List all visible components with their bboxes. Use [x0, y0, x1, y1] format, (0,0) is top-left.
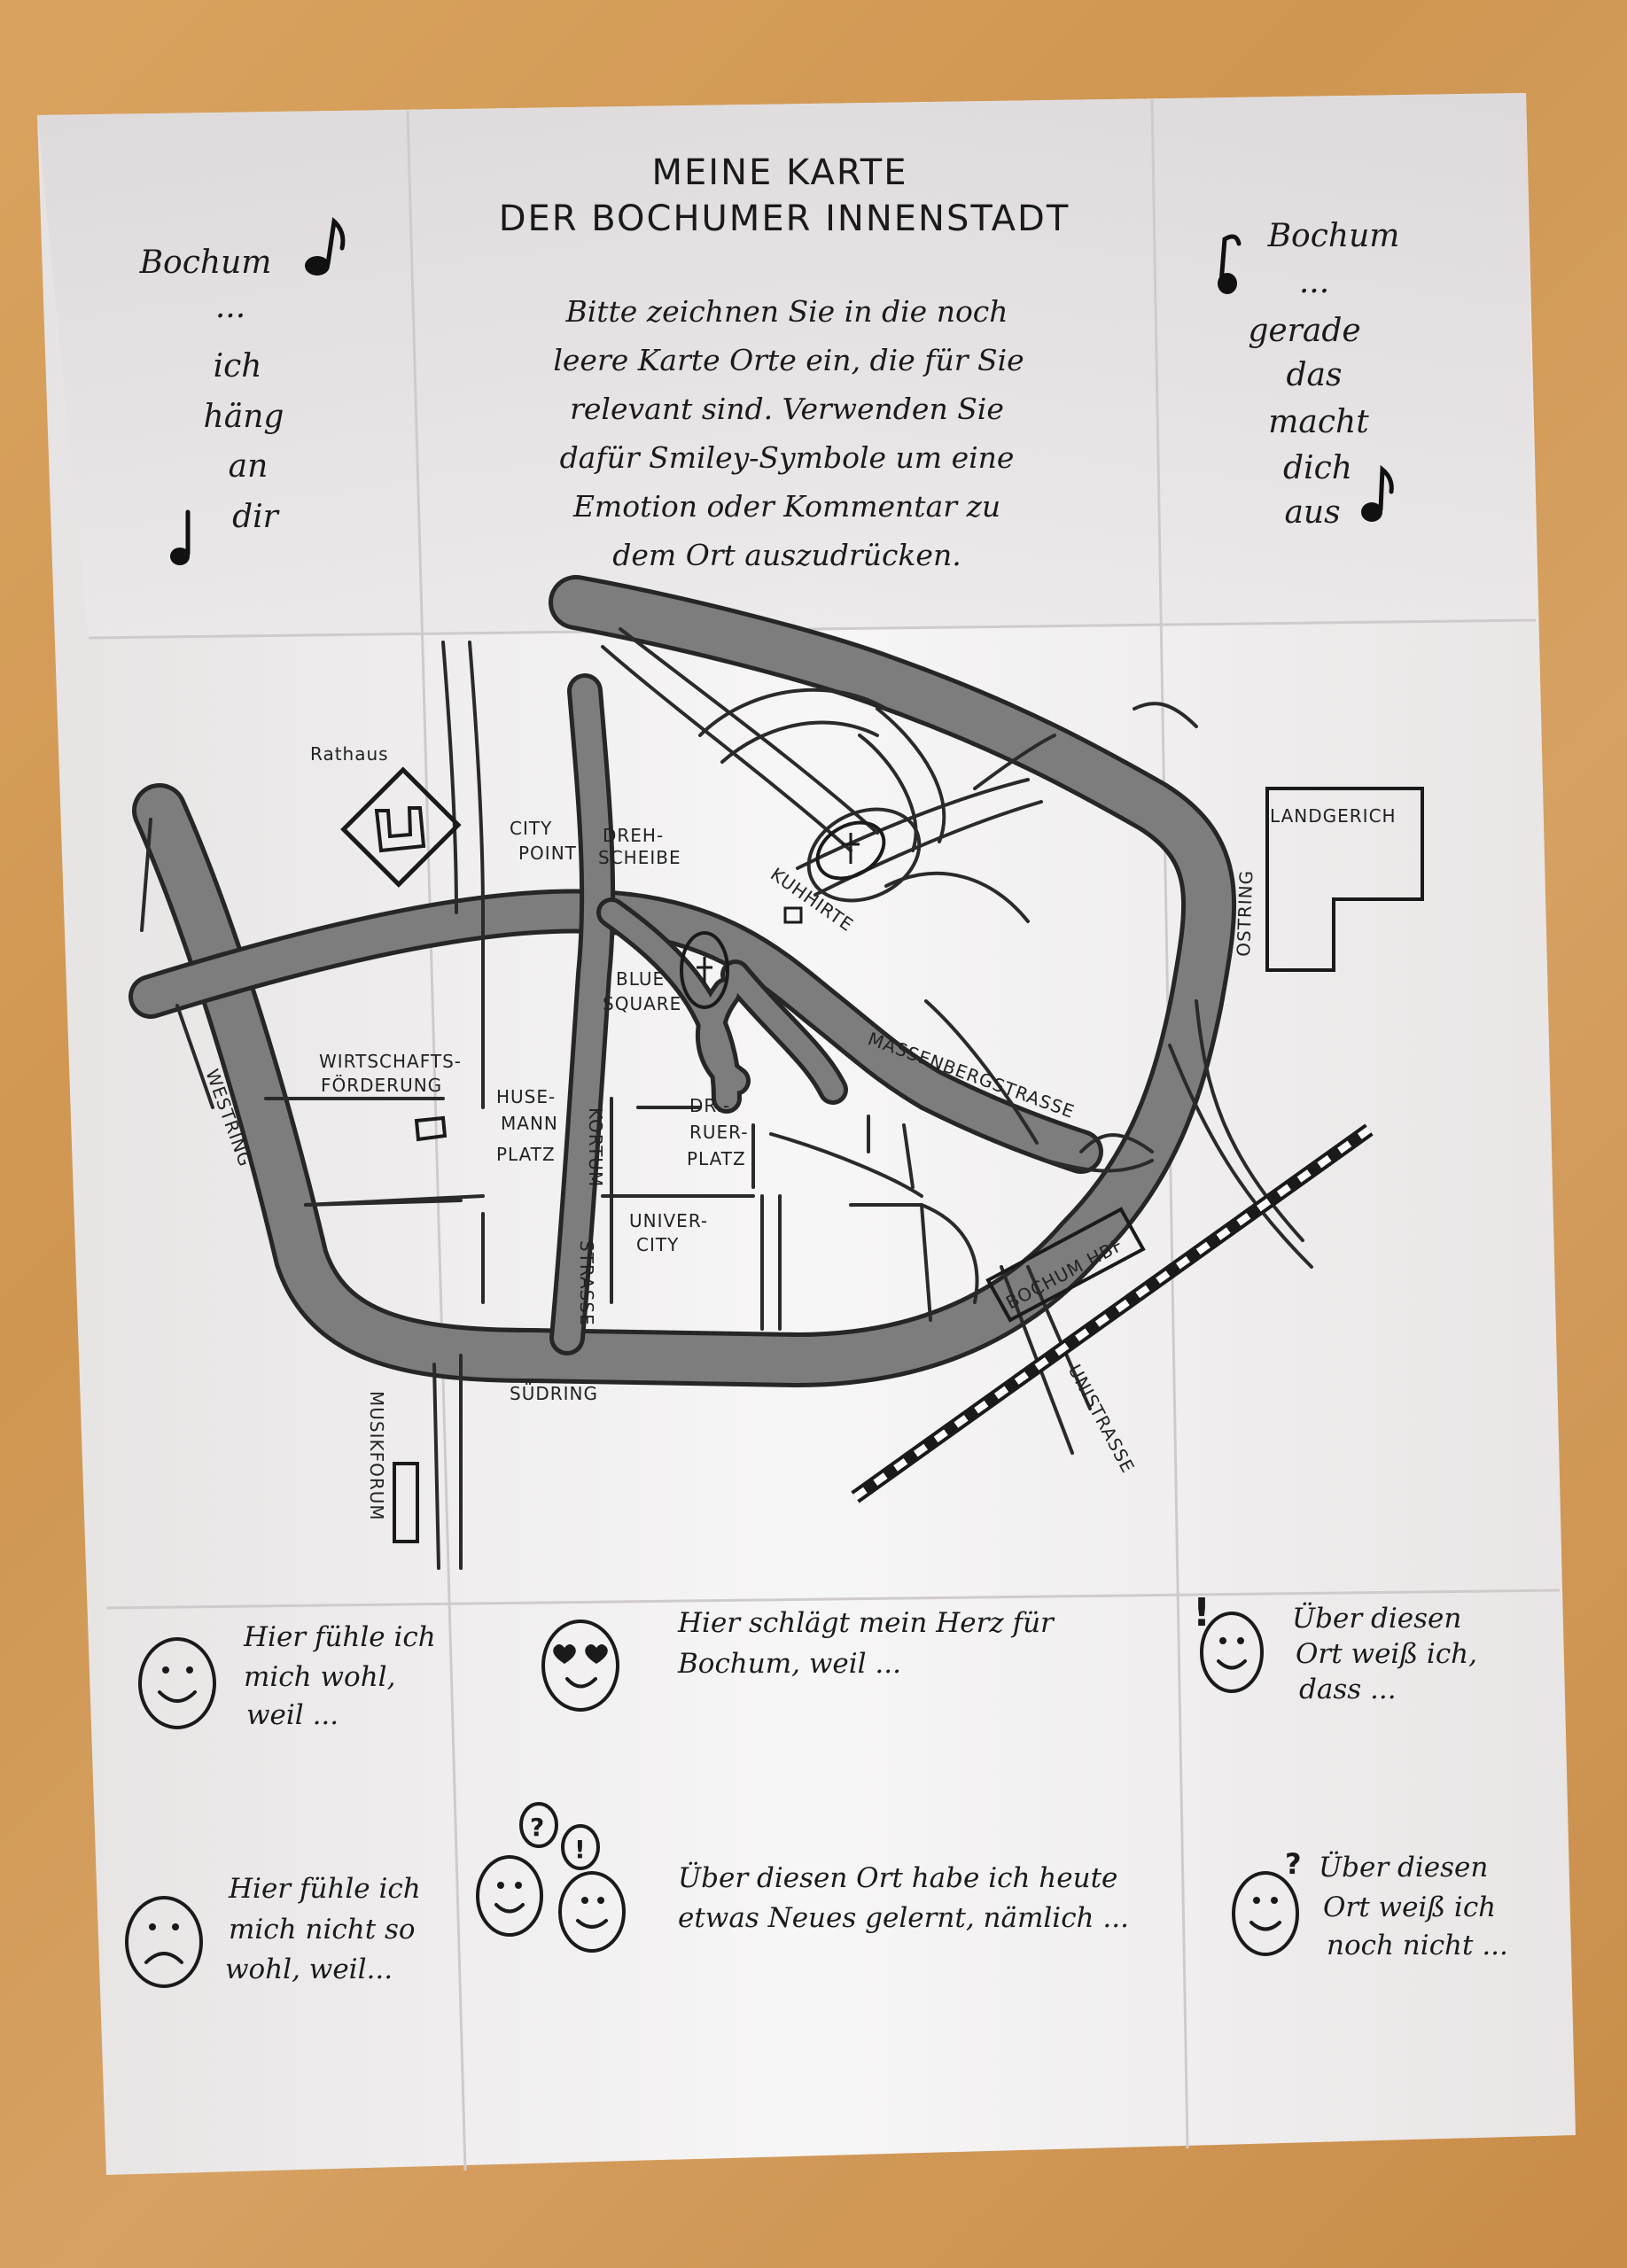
heart-eyes-face-icon	[541, 1619, 619, 1712]
label-drehscheibe: DREH-	[603, 825, 664, 846]
kortum-road	[549, 673, 616, 1355]
prompt-wohl: Hier fühle ich	[243, 1621, 436, 1653]
question-mark: ?	[1285, 1847, 1302, 1881]
label-dr-ruer-platz: DR.-	[689, 1095, 730, 1116]
railway	[851, 1123, 1374, 1503]
prompt-nicht-weiss: Über diesen	[1319, 1850, 1488, 1884]
label-suedring: SÜDRING	[510, 1383, 598, 1404]
music-note-icon	[1361, 464, 1394, 522]
prompt-nicht-wohl: Hier fühle ich	[228, 1873, 421, 1905]
label-blue-square: SQUARE	[603, 993, 681, 1014]
ring-road	[132, 575, 1237, 1387]
right-lyric: Bochum ... gerade das macht dich aus	[1248, 218, 1399, 531]
lyric-line: aus	[1284, 494, 1340, 531]
lyric-line: an	[229, 448, 269, 485]
label-univercity: CITY	[636, 1234, 679, 1255]
label-city-point: CITY	[510, 818, 552, 839]
label-dr-ruer-platz: RUER-	[689, 1122, 748, 1143]
instruction-line: leere Karte Orte ein, die für Sie	[553, 343, 1024, 377]
prompt-nicht-wohl: wohl, weil...	[225, 1953, 393, 1985]
musikforum-building	[393, 1462, 419, 1543]
lyric-line: gerade	[1248, 313, 1360, 349]
page-title-line1: MEINE KARTE	[652, 152, 908, 193]
instruction-line: Bitte zeichnen Sie in die noch	[564, 294, 1008, 329]
music-note-icon	[305, 216, 346, 276]
instruction-line: dafür Smiley-Symbole um eine	[560, 440, 1015, 475]
label-wirtschaft: WIRTSCHAFTS-	[319, 1051, 462, 1072]
prompt-weiss: dass ...	[1299, 1674, 1397, 1705]
prompt-nicht-weiss: Ort weiß ich	[1323, 1891, 1496, 1923]
prompt-nicht-wohl: mich nicht so	[229, 1914, 416, 1946]
music-note-icon	[170, 509, 191, 565]
label-husemannplatz: HUSE-	[496, 1086, 556, 1107]
prompt-herz: Bochum, weil ...	[677, 1648, 901, 1680]
lyric-line: macht	[1268, 404, 1369, 440]
label-husemannplatz: MANN	[501, 1113, 558, 1134]
exclaim-face-icon: !	[1193, 1590, 1264, 1693]
question-face-icon: ?	[1232, 1847, 1302, 1956]
label-city-point: POINT	[518, 843, 577, 864]
rathaus-building	[340, 766, 462, 888]
lyric-line: Bochum	[139, 245, 272, 281]
prompt-weiss: Über diesen	[1292, 1601, 1461, 1635]
instruction-line: dem Ort auszudrücken.	[612, 538, 961, 572]
label-wirtschaft: FÖRDERUNG	[321, 1075, 442, 1096]
label-ostring: OSTRING	[1233, 869, 1257, 957]
music-note-icon	[1218, 234, 1242, 294]
kuhhirte-building	[783, 906, 803, 924]
lyric-line: ich	[214, 348, 262, 384]
lyric-line: dich	[1283, 450, 1352, 486]
label-drehscheibe: SCHEIBE	[598, 847, 681, 868]
instruction-line: Emotion oder Kommentar zu	[572, 489, 1000, 524]
prompt-neues: etwas Neues gelernt, nämlich ...	[678, 1902, 1129, 1934]
label-univercity: UNIVER-	[629, 1210, 708, 1231]
instruction-line: relevant sind. Verwenden Sie	[570, 392, 1004, 426]
wirtschaft-building	[414, 1115, 448, 1142]
instructions: Bitte zeichnen Sie in die noch leere Kar…	[553, 294, 1024, 572]
exclaim-mark: !	[574, 1835, 586, 1864]
lyric-line: ...	[1299, 264, 1329, 300]
label-landgericht: LANDGERICH	[1270, 805, 1397, 827]
lyric-line: Bochum	[1267, 218, 1400, 254]
label-kortum: KORTUM	[585, 1107, 606, 1187]
church-icon	[680, 931, 729, 1009]
prompt-weiss: Ort weiß ich,	[1296, 1638, 1477, 1670]
label-strasse: STRASSE	[576, 1240, 597, 1326]
prompt-wohl: weil ...	[246, 1699, 339, 1731]
church-icon	[815, 820, 886, 881]
label-rathaus: Rathaus	[310, 743, 389, 765]
left-lyric: Bochum ... ich häng an dir	[139, 245, 284, 535]
lyric-line: häng	[204, 399, 284, 435]
city-map: Rathaus LANDGERICH OSTRING CITY POINT	[128, 575, 1424, 1570]
prompt-herz: Hier schlägt mein Herz für	[677, 1607, 1055, 1639]
prompt-wohl: mich wohl,	[244, 1661, 395, 1693]
label-dr-ruer-platz: PLATZ	[687, 1148, 746, 1169]
happy-face-icon	[138, 1637, 216, 1729]
exclaim-mark: !	[1193, 1590, 1211, 1635]
label-husemannplatz: PLATZ	[496, 1144, 556, 1165]
lyric-line: ...	[215, 289, 245, 325]
question-mark: ?	[530, 1813, 544, 1842]
prompt-nicht-weiss: noch nicht ...	[1327, 1930, 1508, 1961]
cross-road	[128, 889, 1103, 1174]
streets	[140, 627, 1313, 1570]
legend: Hier fühle ich mich wohl, weil ... Hier …	[125, 1590, 1508, 1988]
page-title-line2: DER BOCHUMER INNENSTADT	[499, 198, 1070, 239]
prompt-neues: Über diesen Ort habe ich heute	[678, 1860, 1117, 1894]
inner-loop	[596, 897, 848, 1114]
label-musikforum: MUSIKFORUM	[366, 1391, 387, 1521]
header: MEINE KARTE DER BOCHUMER INNENSTADT Bitt…	[499, 152, 1070, 572]
sad-face-icon	[125, 1896, 203, 1988]
lyric-line: dir	[232, 499, 280, 535]
hbf-building	[985, 1207, 1146, 1323]
talking-faces-icon: ? !	[476, 1802, 626, 1953]
label-blue-square: BLUE	[616, 968, 665, 990]
lyric-line: das	[1287, 357, 1343, 393]
landgericht-building	[1265, 787, 1424, 972]
